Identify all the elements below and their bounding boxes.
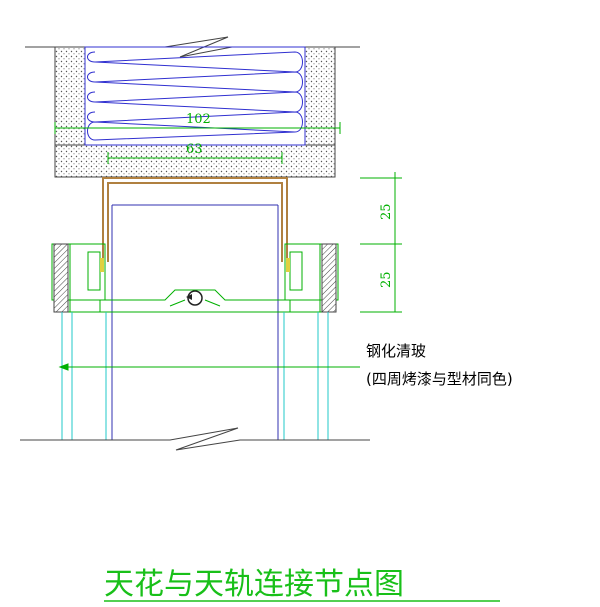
glass-panel — [111, 204, 279, 440]
vertical-dimension — [360, 172, 402, 313]
gasket-left — [53, 243, 69, 313]
u-channel — [102, 177, 288, 262]
fastener — [186, 290, 203, 306]
note-glass: 钢化清玻 — [366, 342, 426, 360]
dimension-102 — [54, 122, 341, 134]
gasket-right — [321, 243, 337, 313]
dimension-label-102: 102 — [186, 112, 211, 127]
track-profile-right — [278, 243, 339, 313]
glass-edges — [61, 312, 329, 440]
dimension-label-25-upper: 25 — [379, 203, 394, 220]
note-paint: (四周烤漆与型材同色) — [366, 370, 513, 388]
dimension-63 — [107, 152, 283, 164]
drawing-title: 天花与天轨连接节点图 — [104, 567, 404, 602]
dimension-label-63: 63 — [186, 142, 203, 157]
base-profile — [99, 289, 291, 313]
leader-line — [58, 363, 360, 371]
bottom-break-line — [20, 427, 370, 451]
dimension-label-25-lower: 25 — [379, 271, 394, 288]
insulation-fill — [84, 46, 306, 146]
glazing-bead — [100, 258, 290, 272]
